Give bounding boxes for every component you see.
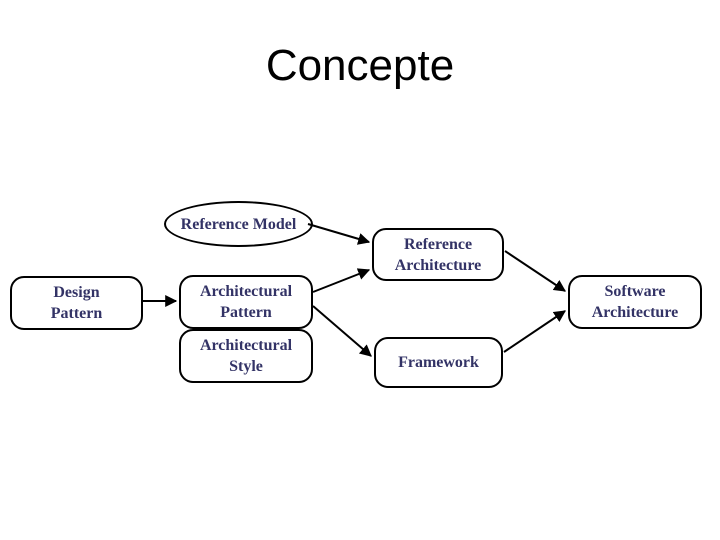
node-design-pattern-label: Design Pattern xyxy=(50,284,103,322)
node-framework: Framework xyxy=(374,337,503,388)
node-reference-model-label: Reference Model xyxy=(180,215,297,233)
node-architectural-pattern-label: Architectural Pattern xyxy=(199,283,293,321)
arrow-reference-architecture-to-software-architecture xyxy=(504,250,566,292)
slide-title: Concepte xyxy=(265,41,455,90)
node-reference-model: Reference Model xyxy=(164,201,313,247)
arrow-architectural-pattern-to-reference-architecture xyxy=(312,268,371,293)
node-framework-label: Framework xyxy=(398,354,479,371)
node-reference-architecture: Reference Architecture xyxy=(372,228,504,281)
node-architectural-pattern: Architectural Pattern xyxy=(179,275,313,329)
node-architectural-style: Architectural Style xyxy=(179,329,313,383)
node-software-architecture: Software Architecture xyxy=(568,275,702,329)
arrow-architectural-pattern-to-framework xyxy=(312,305,372,357)
node-design-pattern: Design Pattern xyxy=(10,276,143,330)
node-reference-architecture-label: Reference Architecture xyxy=(394,235,482,274)
node-architectural-style-label: Architectural Style xyxy=(199,337,293,375)
arrow-framework-to-software-architecture xyxy=(503,310,566,353)
arrow-reference-model-to-reference-architecture xyxy=(307,223,371,245)
node-software-architecture-label: Software Architecture xyxy=(591,283,679,321)
